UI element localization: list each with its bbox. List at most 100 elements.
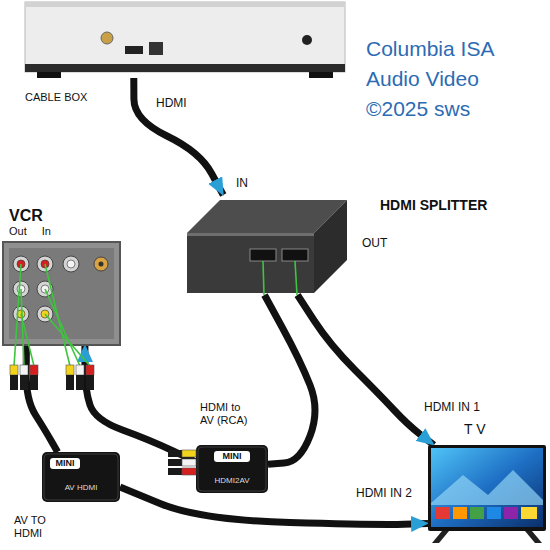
device-label: T V bbox=[464, 421, 514, 438]
hdmi-port bbox=[250, 249, 276, 261]
adapter-body bbox=[196, 445, 268, 493]
tv-scene bbox=[431, 470, 543, 505]
tv-foot bbox=[525, 531, 542, 543]
splitter-side bbox=[314, 200, 347, 293]
splitter-drawing bbox=[182, 195, 347, 295]
rca-plug-body bbox=[10, 375, 18, 390]
tv-drawing bbox=[428, 445, 546, 543]
hdmi-cable bbox=[26, 345, 57, 452]
rca-plug-cap bbox=[76, 365, 84, 375]
rca-jack-core bbox=[41, 285, 49, 293]
rca-jack-core bbox=[17, 310, 25, 318]
rca-plug-cap bbox=[182, 450, 196, 457]
tv-bezel bbox=[428, 445, 546, 531]
hdmi-port bbox=[282, 249, 308, 261]
coax-port bbox=[101, 32, 113, 44]
cable-box-foot bbox=[37, 72, 61, 78]
cable-label: HDMI IN 2 bbox=[356, 486, 412, 500]
hdmi-splitter: HDMI SPLITTER bbox=[182, 195, 347, 295]
rca-plug-body bbox=[76, 375, 84, 390]
rca-plug-body bbox=[168, 468, 182, 475]
rca-plug-cap bbox=[182, 459, 196, 466]
rca-jack-core bbox=[17, 285, 25, 293]
cable-box-foot bbox=[309, 72, 333, 78]
hdmi-cable bbox=[265, 295, 316, 464]
cable-box-trim bbox=[25, 2, 345, 7]
green-wire bbox=[295, 261, 297, 295]
green-wire bbox=[21, 289, 24, 366]
tv-foot bbox=[432, 531, 449, 543]
rca-plug-body bbox=[168, 459, 182, 466]
tv-screen bbox=[431, 448, 543, 527]
adapter-edge bbox=[44, 454, 118, 500]
jack-label: Out In bbox=[9, 225, 99, 238]
adapter-edge bbox=[198, 447, 266, 491]
hdmi-cable bbox=[298, 295, 434, 445]
rca-plug-cap bbox=[66, 365, 74, 375]
television: T V bbox=[428, 445, 546, 543]
rca-jack-core bbox=[67, 260, 75, 268]
green-wire bbox=[21, 314, 34, 366]
rca-plug-cap bbox=[30, 365, 38, 375]
cable-label: HDMI IN 1 bbox=[424, 400, 480, 414]
tv-tile bbox=[487, 507, 501, 519]
credit-text: ©2025 sws bbox=[366, 96, 470, 121]
hdmi-cable bbox=[120, 487, 428, 524]
vcr-inset bbox=[9, 248, 114, 339]
rca-jack bbox=[13, 306, 29, 322]
cable-box-base bbox=[25, 64, 345, 72]
av-to-hdmi-adapter: AV TO HDMIMINIAV HDMI bbox=[42, 452, 120, 502]
splitter-edge bbox=[187, 233, 314, 236]
tv-tile bbox=[453, 507, 467, 519]
rca-jack-core bbox=[41, 260, 49, 268]
rca-plug-cap bbox=[86, 365, 94, 375]
device-label: CABLE BOX bbox=[25, 91, 135, 104]
brand-label: MINI bbox=[50, 458, 80, 469]
cable-label: HDMI bbox=[156, 96, 187, 110]
rca-jack bbox=[37, 306, 53, 322]
green-wire bbox=[45, 264, 70, 366]
model-label: AV HDMI bbox=[48, 483, 114, 493]
tv-tile bbox=[436, 507, 450, 519]
device-label: AV TO HDMI bbox=[14, 514, 64, 540]
hdmi-cable bbox=[85, 345, 196, 462]
port-label: OUT bbox=[362, 236, 387, 250]
cable-box: CABLE BOX bbox=[25, 2, 345, 78]
hdmi-port bbox=[125, 46, 143, 54]
rca-plug-body bbox=[30, 375, 38, 390]
hdmi-to-av-adapter: HDMI to AV (RCA)MINIHDMI2AV bbox=[196, 445, 268, 493]
rca-jack-core bbox=[41, 310, 49, 318]
coax-jack bbox=[94, 257, 108, 271]
credit-text: Columbia ISA bbox=[366, 36, 494, 61]
cable-box-drawing bbox=[25, 2, 345, 78]
vcr-drawing bbox=[3, 242, 120, 345]
coax-jack-core bbox=[99, 262, 104, 267]
rca-plug-body bbox=[168, 450, 182, 457]
rca-plug-body bbox=[66, 375, 74, 390]
brand-label: MINI bbox=[214, 451, 250, 462]
rca-jack-core bbox=[17, 260, 25, 268]
rca-plug-body bbox=[86, 375, 94, 390]
cable-box-body bbox=[25, 2, 345, 72]
port-label: IN bbox=[236, 176, 248, 190]
rca-plug-cap bbox=[10, 365, 18, 375]
model-label: HDMI2AV bbox=[200, 476, 264, 486]
rca-jack bbox=[37, 256, 53, 272]
rca-jack bbox=[37, 281, 53, 297]
device-label: VCR bbox=[9, 206, 69, 225]
rca-jack bbox=[13, 256, 29, 272]
adapter-body bbox=[42, 452, 120, 502]
green-wire bbox=[45, 314, 90, 366]
rca-jack bbox=[13, 281, 29, 297]
network-port bbox=[149, 42, 163, 55]
green-wire bbox=[14, 264, 21, 366]
rca-plug-body bbox=[20, 375, 28, 390]
device-label: HDMI SPLITTER bbox=[380, 197, 530, 214]
vcr-panel bbox=[3, 242, 120, 345]
green-wire bbox=[263, 261, 264, 295]
hdmi-cable bbox=[134, 78, 223, 195]
tv-tile bbox=[504, 507, 518, 519]
green-wire bbox=[45, 289, 80, 366]
